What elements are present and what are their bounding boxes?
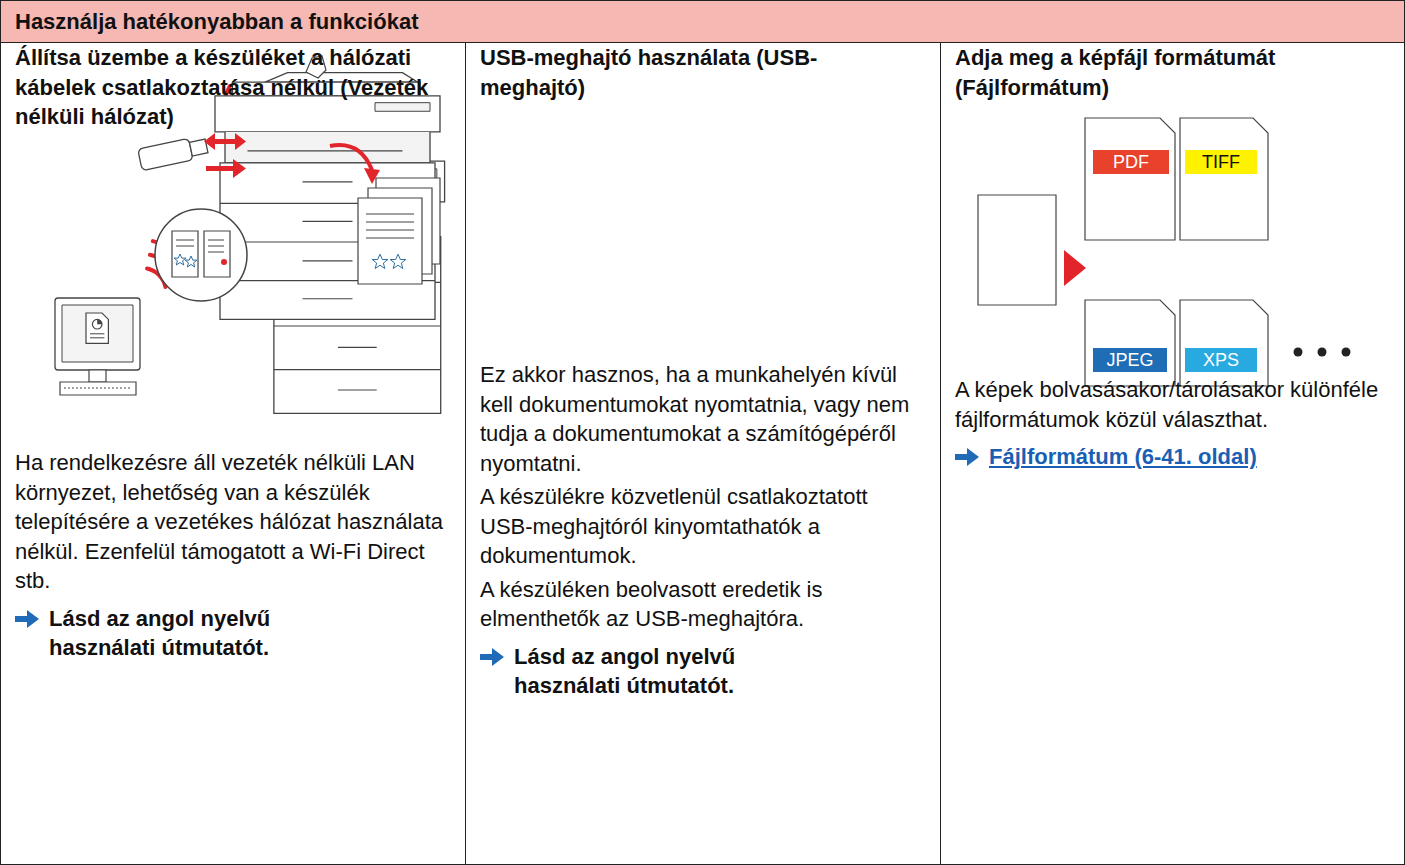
reference-text: Fájlformátum (6-41. oldal): [989, 442, 1385, 472]
format-illustration: [978, 118, 1351, 386]
reference-link: Lásd az angol nyelvű használati útmutató…: [15, 604, 455, 663]
reference-link: Fájlformátum (6-41. oldal): [955, 442, 1385, 472]
format-label: PDF: [1113, 151, 1149, 173]
text-block: USB-meghajtó használata (USB-meghajtó): [480, 43, 900, 102]
text-block: Adja meg a képfájl formátumát (Fájlformá…: [955, 43, 1375, 102]
reference-arrow: [955, 448, 979, 466]
feature-column: Adja meg a képfájl formátumát (Fájlformá…: [940, 42, 1405, 865]
text-block: Ez akkor hasznos, ha a munkahelyén kívül…: [480, 360, 920, 701]
body-text: Ez akkor hasznos, ha a munkahelyén kívül…: [480, 360, 920, 478]
body-text: A képek bolvasásakor/tárolásakor különfé…: [955, 375, 1385, 434]
format-tag: TIFF: [1185, 150, 1257, 174]
reference-text: Lásd az angol nyelvű használati útmutató…: [514, 642, 844, 701]
feature-column: USB-meghajtó használata (USB-meghajtó) Ez…: [465, 42, 941, 865]
reference-arrow: [15, 610, 39, 628]
reference-arrow: [480, 648, 504, 666]
body-text: A készüléken beolvasott eredetik is elme…: [480, 575, 920, 634]
heading: USB-meghajtó használata (USB-meghajtó): [480, 43, 900, 102]
heading: Használja hatékonyabban a funkciókat: [15, 7, 1385, 37]
text-block: Ha rendelkezésre áll vezeték nélküli LAN…: [15, 448, 455, 663]
format-tag: PDF: [1093, 150, 1169, 174]
reference-link: Lásd az angol nyelvű használati útmutató…: [480, 642, 920, 701]
format-label: JPEG: [1106, 349, 1153, 371]
text-block: A képek bolvasásakor/tárolásakor különfé…: [955, 375, 1385, 472]
heading: Állítsa üzembe a készüléket a hálózati k…: [15, 43, 455, 132]
heading: Adja meg a képfájl formátumát (Fájlformá…: [955, 43, 1375, 102]
header-band: Használja hatékonyabban a funkciókat: [0, 0, 1405, 43]
format-label: TIFF: [1202, 151, 1240, 173]
format-tag: JPEG: [1093, 348, 1167, 372]
body-text: Ha rendelkezésre áll vezeték nélküli LAN…: [15, 448, 455, 596]
text-block: Használja hatékonyabban a funkciókat: [15, 7, 1385, 37]
format-label: XPS: [1203, 349, 1239, 371]
text-block: Állítsa üzembe a készüléket a hálózati k…: [15, 43, 455, 132]
reference-text: Lásd az angol nyelvű használati útmutató…: [49, 604, 379, 663]
body-text: A készülékre közvetlenül csatlakoztatott…: [480, 482, 920, 571]
format-tag: XPS: [1185, 348, 1257, 372]
feature-column: Állítsa üzembe a készüléket a hálózati k…: [0, 42, 466, 865]
